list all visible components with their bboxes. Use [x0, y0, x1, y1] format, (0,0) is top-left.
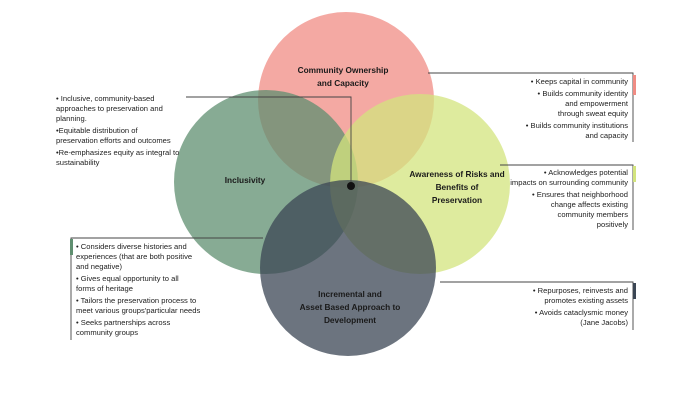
title-line: Preservation: [431, 195, 483, 205]
note-item: • Considers diverse histories and experi…: [76, 242, 193, 271]
note-item: • Builds community institutions and capa…: [525, 121, 628, 140]
awareness-title: Awareness of Risks and Benefits of Prese…: [392, 168, 522, 207]
title-line: Benefits of: [435, 182, 479, 192]
awareness-accent-bar: [633, 166, 636, 182]
note-item: •Re-emphasizes equity as integral to sus…: [56, 148, 180, 167]
incremental-accent-bar: [633, 283, 636, 299]
inclusivity-note: • Considers diverse histories and experi…: [76, 242, 246, 340]
center-dot: [347, 182, 355, 190]
title-line: Development: [323, 315, 377, 325]
center-leader-line: [186, 96, 352, 186]
inclusivity-title: Inclusivity: [205, 174, 285, 187]
incremental-note: • Repurposes, reinvests and promotes exi…: [486, 286, 628, 330]
inclusivity-accent-bar: [70, 239, 73, 255]
title-line: Community Ownership: [297, 65, 389, 75]
title-line: Incremental and: [318, 289, 382, 299]
incremental-circle: [260, 180, 436, 356]
title-line: Awareness of Risks and: [409, 169, 505, 179]
incremental-leader-line: [440, 281, 634, 330]
note-item: • Tailors the preservation process to me…: [76, 296, 201, 315]
circles-layer: [174, 12, 510, 356]
ownership-leader-line: [428, 72, 634, 142]
center-note: • Inclusive, community-based approaches …: [56, 94, 206, 170]
note-item: • Avoids cataclysmic money (Jane Jacobs): [534, 308, 628, 327]
note-item: • Gives equal opportunity to all forms o…: [76, 274, 179, 293]
note-item: • Ensures that neighborhood change affec…: [532, 190, 628, 229]
leader-lines-layer: [70, 72, 636, 340]
awareness-note: • Acknowledges potential impacts on surr…: [486, 168, 628, 232]
note-item: •Equitable distribution of preservation …: [56, 126, 171, 145]
awareness-leader-line: [500, 164, 634, 230]
note-item: • Keeps capital in community: [530, 77, 628, 86]
title-line: Asset Based Approach to: [299, 302, 401, 312]
note-item: • Acknowledges potential impacts on surr…: [510, 168, 628, 187]
note-item: • Seeks partnerships across community gr…: [76, 318, 171, 337]
inclusivity-leader-line: [70, 237, 263, 340]
title-line: and Capacity: [317, 78, 369, 88]
incremental-title: Incremental and Asset Based Approach to …: [275, 288, 425, 327]
note-item: • Builds community identity and empowerm…: [537, 89, 628, 118]
note-item: • Inclusive, community-based approaches …: [56, 94, 163, 123]
ownership-title: Community Ownership and Capacity: [268, 64, 418, 90]
ownership-accent-bar: [633, 75, 636, 95]
ownership-note: • Keeps capital in community • Builds co…: [486, 77, 628, 143]
note-item: • Repurposes, reinvests and promotes exi…: [532, 286, 628, 305]
title-line: Inclusivity: [224, 175, 266, 185]
